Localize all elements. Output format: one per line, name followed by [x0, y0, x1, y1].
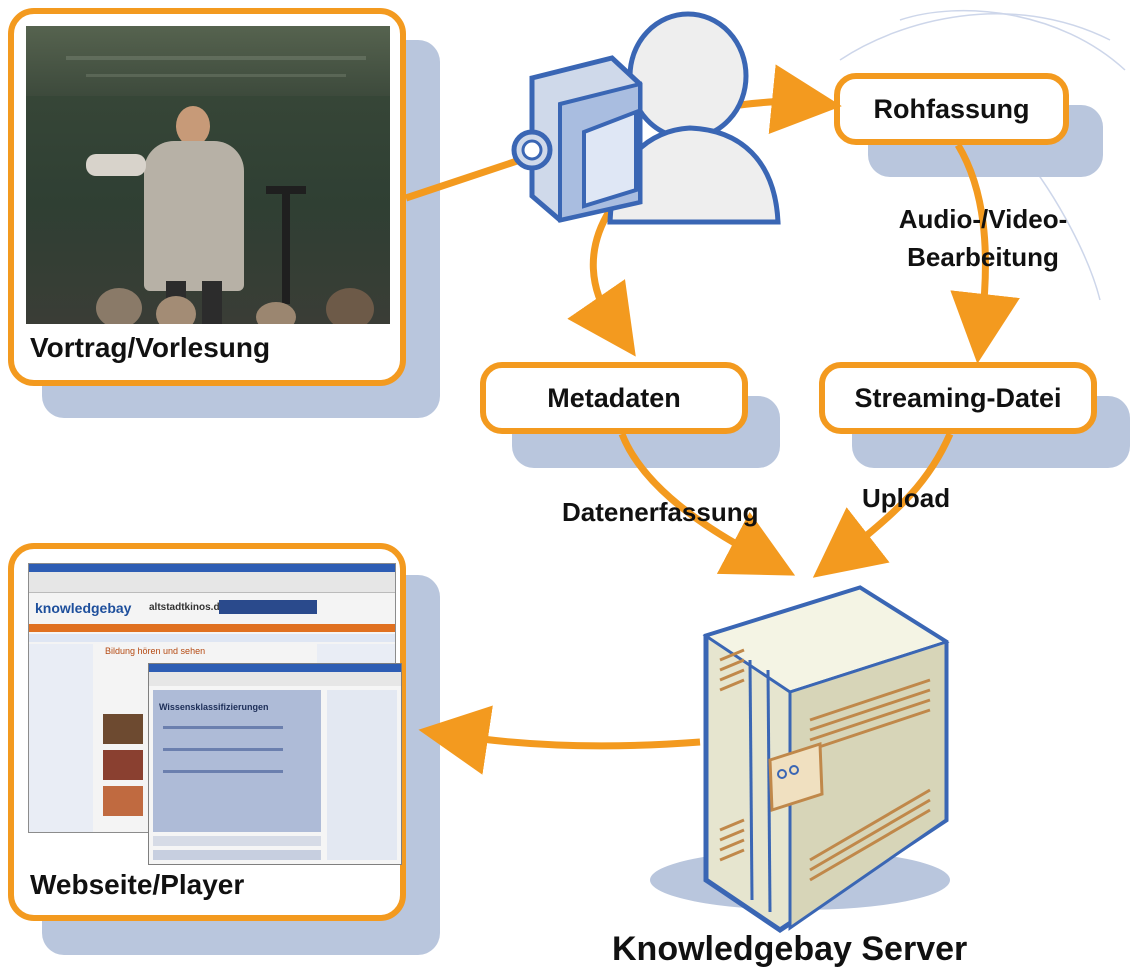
metadata-node: Metadaten: [480, 362, 748, 434]
website-node: knowledgebay altstadtkinos.de Bildung hö…: [8, 543, 406, 921]
edge-upload-label: Upload: [862, 483, 951, 513]
website-heading: Bildung hören und sehen: [105, 646, 206, 656]
edge-metadata-server: [618, 432, 796, 576]
streaming-node: Streaming-Datei: [819, 362, 1097, 434]
edge-editing-line1: Audio-/Video-: [898, 204, 1068, 234]
edge-editing-label: Audio-/Video- Bearbeitung: [858, 200, 1108, 276]
lecture-node: Vortrag/Vorlesung: [8, 8, 406, 386]
edge-raw-streaming: [950, 143, 1020, 364]
lecture-photo: [26, 26, 390, 324]
lecture-label: Vortrag/Vorlesung: [30, 332, 271, 363]
edge-server-website: [418, 705, 701, 775]
player-screenshot: Wissensklassifizierungen: [148, 663, 402, 865]
player-title: Wissensklassifizierungen: [159, 702, 269, 712]
edge-capture-label: Datenerfassung: [562, 497, 759, 527]
edge-camera-metadata: [567, 208, 636, 357]
website-label: Webseite/Player: [30, 869, 245, 900]
camera-person-icon: [511, 11, 781, 225]
edge-lecture-camera: [404, 156, 522, 202]
server-icon: [650, 585, 950, 934]
metadata-label: Metadaten: [547, 382, 681, 413]
streaming-label: Streaming-Datei: [854, 382, 1062, 413]
raw-node: Rohfassung: [834, 73, 1069, 145]
edge-editing-line2: Bearbeitung: [907, 242, 1059, 272]
raw-label: Rohfassung: [873, 93, 1030, 124]
website-banner: altstadtkinos.de: [149, 602, 226, 613]
server-label: Knowledgebay Server: [612, 930, 968, 968]
edge-streaming-server: [812, 432, 954, 578]
edge-camera-raw: [739, 64, 842, 135]
website-brand: knowledgebay: [35, 600, 132, 616]
